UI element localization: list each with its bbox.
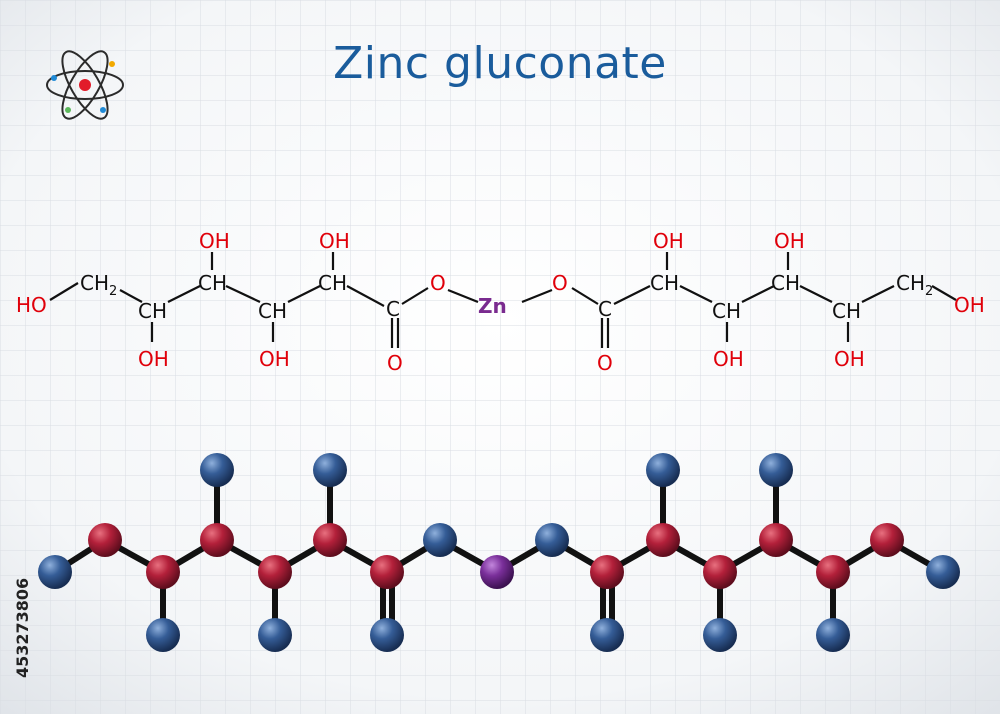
atom-label: O xyxy=(430,271,446,295)
atom-label: OH xyxy=(653,229,684,253)
atom-label: CH2 xyxy=(80,271,117,299)
atom-label: CH xyxy=(258,299,287,323)
atom-label: O xyxy=(597,351,613,375)
page-title: Zinc gluconate xyxy=(333,38,667,89)
atom-label: CH xyxy=(771,271,800,295)
atom-label: CH xyxy=(198,271,227,295)
carbon-atom-ball xyxy=(870,523,904,557)
carbon-atom-ball xyxy=(590,555,624,589)
structure-bonds xyxy=(49,252,957,348)
oxygen-atom-ball xyxy=(535,523,569,557)
zinc-atom-ball xyxy=(480,555,514,589)
oxygen-atom-ball xyxy=(590,618,624,652)
oxygen-atom-ball xyxy=(759,453,793,487)
atom-label: OH xyxy=(138,347,169,371)
oxygen-atom-ball xyxy=(926,555,960,589)
atom-label: CH xyxy=(650,271,679,295)
atom-label: CH xyxy=(712,299,741,323)
carbon-atom-ball xyxy=(370,555,404,589)
carbon-atom-ball xyxy=(146,555,180,589)
atom-label: CH xyxy=(318,271,347,295)
atom-label: O xyxy=(387,351,403,375)
atom-label: C xyxy=(386,297,400,321)
model-atoms xyxy=(38,453,960,652)
oxygen-atom-ball xyxy=(370,618,404,652)
atom-label: OH xyxy=(834,347,865,371)
structure-labels: HO CH2 CH CH CH CH C O Zn O C CH CH CH C… xyxy=(16,229,985,375)
atom-label: OH xyxy=(199,229,230,253)
carbon-atom-ball xyxy=(313,523,347,557)
oxygen-atom-ball xyxy=(423,523,457,557)
carbon-atom-ball xyxy=(646,523,680,557)
atom-logo-icon xyxy=(46,50,124,120)
atom-label: C xyxy=(598,297,612,321)
atom-label: Zn xyxy=(478,294,507,318)
oxygen-atom-ball xyxy=(313,453,347,487)
carbon-atom-ball xyxy=(88,523,122,557)
side-id-text: 453273806 xyxy=(13,578,32,678)
oxygen-atom-ball xyxy=(258,618,292,652)
oxygen-atom-ball xyxy=(200,453,234,487)
atom-label: OH xyxy=(319,229,350,253)
atom-label: O xyxy=(552,271,568,295)
side-id-label: 453273806 xyxy=(13,578,32,678)
carbon-atom-ball xyxy=(200,523,234,557)
carbon-atom-ball xyxy=(703,555,737,589)
oxygen-atom-ball xyxy=(38,555,72,589)
oxygen-atom-ball xyxy=(146,618,180,652)
atom-label: OH xyxy=(954,293,985,317)
oxygen-atom-ball xyxy=(816,618,850,652)
atom-label: OH xyxy=(774,229,805,253)
atom-label: HO xyxy=(16,293,47,317)
model-bonds xyxy=(52,467,946,638)
atom-label: OH xyxy=(259,347,290,371)
atom-label: CH2 xyxy=(896,271,933,299)
carbon-atom-ball xyxy=(258,555,292,589)
oxygen-atom-ball xyxy=(646,453,680,487)
atom-label: CH xyxy=(138,299,167,323)
carbon-atom-ball xyxy=(759,523,793,557)
carbon-atom-ball xyxy=(816,555,850,589)
atom-label: CH xyxy=(832,299,861,323)
oxygen-atom-ball xyxy=(703,618,737,652)
atom-label: OH xyxy=(713,347,744,371)
